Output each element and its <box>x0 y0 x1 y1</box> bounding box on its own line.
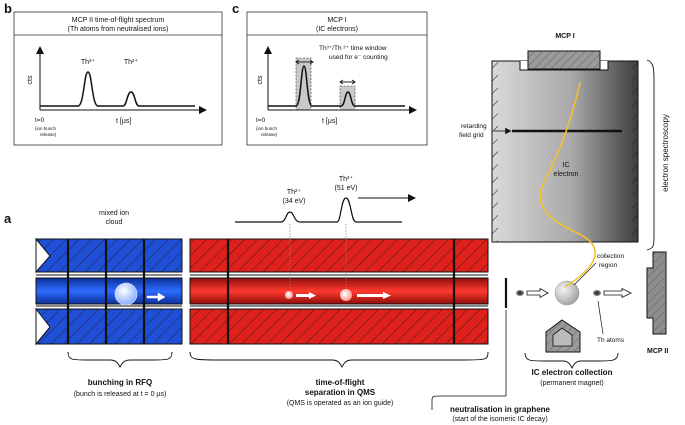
ic-electron-trajectory <box>539 81 596 288</box>
qms-section <box>189 238 489 345</box>
panel-c-window-th2 <box>339 85 356 111</box>
rfq-caption-2: (bunch is released at t = 0 µs) <box>74 391 167 398</box>
panel-b-t0-sub2: release) <box>40 132 57 137</box>
collection-region-sphere <box>554 280 580 306</box>
graphene-caption-1: neutralisation in graphene <box>450 405 551 414</box>
panel-b-subtitle: (Th atoms from neutralised ions) <box>68 26 169 33</box>
mcp2-detector: MCP II <box>646 251 668 355</box>
graphene-caption-2: (start of the isomeric IC decay) <box>452 416 547 423</box>
rfq-arrow <box>146 292 166 302</box>
mcp1-label: MCP I <box>555 33 574 40</box>
th2-arrow <box>296 292 316 299</box>
panel-b-peak-th3: Th³⁺ <box>81 58 96 66</box>
panel-c-subtitle: (IC electrons) <box>316 26 358 33</box>
th-atoms-label: Th atoms <box>597 337 625 344</box>
qms-caption-2: separation in QMS <box>305 388 376 397</box>
panel-a: a mixed ion cloud <box>4 33 670 423</box>
qms-brace <box>189 351 489 369</box>
panel-b-t0-sub1: (ion bunch <box>35 126 57 131</box>
ic-collection-caption-2: (permanent magnet) <box>540 380 603 387</box>
panel-b-frame <box>13 11 223 146</box>
panel-c-y-label: cts <box>257 75 264 84</box>
panel-b-spectrum-trace <box>40 71 195 107</box>
qms-caption-1: time-of-flight <box>316 378 365 387</box>
panel-b-title: MCP II time-of-flight spectrum <box>72 17 165 24</box>
mixed-cloud-label-1: mixed ion <box>99 210 129 217</box>
panel-b-t0: t=0 <box>35 117 45 124</box>
rfq-caption-1: bunching in RFQ <box>88 378 152 387</box>
rfq-brace <box>67 351 173 369</box>
panel-letter-a: a <box>4 211 12 226</box>
rfq-section <box>35 237 183 346</box>
panel-c: c MCP I (IC electrons) Th³⁺/Th ²⁺ time w… <box>232 1 428 146</box>
ic-electron-label-1: IC <box>563 162 570 169</box>
collection-label-1: collection <box>597 253 624 260</box>
panel-c-window-label1: Th³⁺/Th ²⁺ time window <box>319 45 387 52</box>
panel-c-t0: t=0 <box>256 117 266 124</box>
panel-c-window-label2: used for e⁻ counting <box>329 54 388 61</box>
th3-arrow <box>357 292 391 299</box>
panel-letter-b: b <box>4 1 12 16</box>
retarding-label-2: field grid <box>459 132 484 139</box>
mcp2-label: MCP II <box>647 348 668 355</box>
electron-spectroscopy-bracket <box>646 59 655 251</box>
atom-path <box>516 280 632 306</box>
th3-ion <box>340 289 352 301</box>
panel-b-peak-th2: Th²⁺ <box>124 58 139 66</box>
mixed-ion-cloud <box>114 282 138 306</box>
ic-collection-caption-1: IC electron collection <box>532 368 613 377</box>
panel-b: b MCP II time-of-flight spectrum (Th ato… <box>4 1 223 146</box>
electron-spectroscopy-label: electron spectroscopy <box>661 114 670 192</box>
panel-c-spectrum-trace <box>268 65 405 107</box>
th3-label: Th³⁺ <box>339 175 354 183</box>
panel-c-frame <box>246 11 428 146</box>
panel-b-y-label: cts <box>27 75 34 84</box>
panel-c-t0-sub1: (ion bunch <box>256 126 278 131</box>
pulse-trace: Th²⁺ (34 eV) Th³⁺ (51 eV) <box>235 175 416 286</box>
mixed-cloud-label-2: cloud <box>106 219 123 226</box>
collection-label-2: region <box>599 262 617 269</box>
retarding-label-1: retarding <box>461 123 487 130</box>
th2-label: Th²⁺ <box>287 188 302 196</box>
ic-collection-brace <box>524 352 619 370</box>
panel-c-x-label: t [µs] <box>322 118 337 125</box>
panel-b-x-label: t [µs] <box>116 118 131 125</box>
th2-ion <box>285 291 293 299</box>
panel-c-title: MCP I <box>327 17 346 24</box>
qms-caption-3: (QMS is operated as an ion guide) <box>287 400 394 407</box>
panel-c-t0-sub2: release) <box>261 132 278 137</box>
th2-energy: (34 eV) <box>283 198 306 205</box>
ic-electron-label-2: electron <box>554 171 579 178</box>
panel-letter-c: c <box>232 1 239 16</box>
th3-energy: (51 eV) <box>335 185 358 192</box>
electron-spectrometer: MCP I retarding field grid IC electron <box>459 33 639 288</box>
